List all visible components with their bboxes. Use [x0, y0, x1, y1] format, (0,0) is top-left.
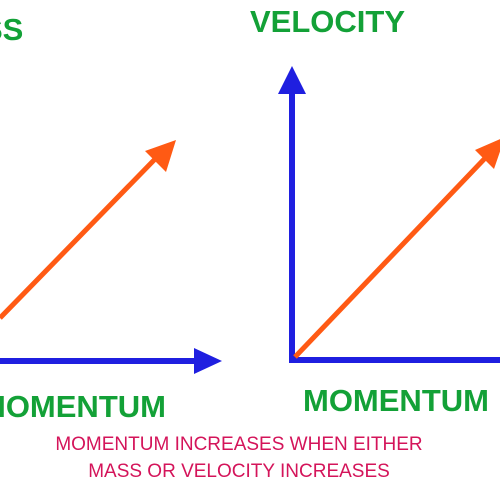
right-trend-arrow-shaft — [293, 151, 492, 359]
caption-line-2: MASS OR VELOCITY INCREASES — [88, 461, 390, 482]
caption-line-1: MOMENTUM INCREASES WHEN EITHER — [55, 434, 423, 455]
left-trend-arrow-shaft — [0, 154, 160, 320]
right-y-axis-label: VELOCITY — [250, 4, 406, 39]
right-trend-arrow-head — [475, 139, 500, 169]
left-y-axis-label: SS — [0, 12, 24, 47]
right-y-axis-arrowhead — [278, 66, 306, 94]
left-trend-arrow-head — [145, 140, 176, 172]
right-x-axis-label: MOMENTUM — [303, 383, 489, 418]
left-x-axis-arrowhead — [194, 348, 222, 374]
left-x-axis-label: MOMENTUM — [0, 389, 166, 424]
